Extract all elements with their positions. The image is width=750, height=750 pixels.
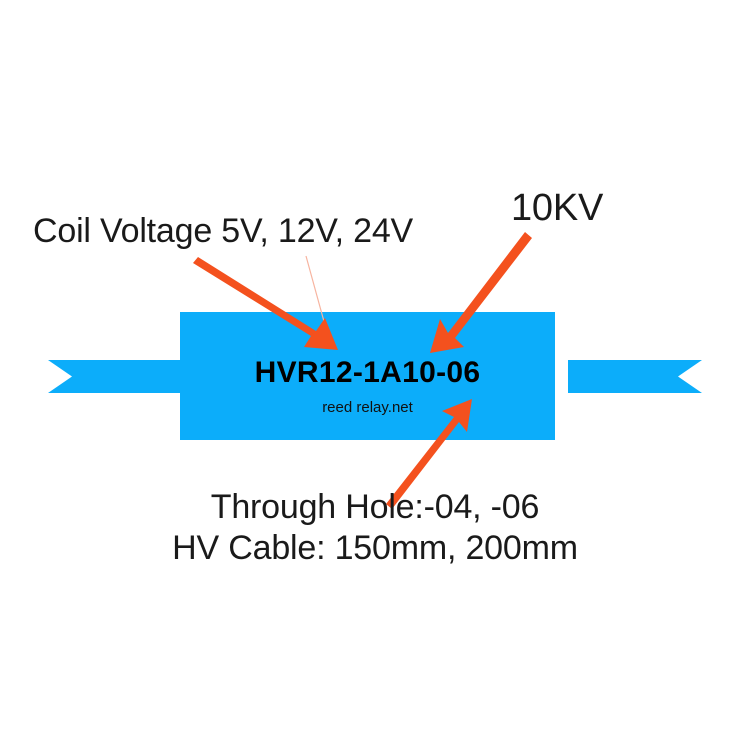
device-shape-group bbox=[48, 312, 702, 440]
ribbon-tail-left bbox=[48, 360, 182, 393]
ribbon-tail-right bbox=[568, 360, 702, 393]
label-bottom-annotations: Through Hole:-04, -06 HV Cable: 150mm, 2… bbox=[0, 488, 750, 567]
label-coil-voltage: Coil Voltage 5V, 12V, 24V bbox=[33, 212, 414, 250]
label-hv-cable: HV Cable: 150mm, 200mm bbox=[172, 528, 578, 567]
device-website-text: reed relay.net bbox=[322, 399, 413, 416]
label-through-hole: Through Hole:-04, -06 bbox=[210, 488, 540, 526]
arrow-through-hole bbox=[386, 399, 472, 509]
device-part-number: HVR12-1A10-06 bbox=[254, 356, 481, 389]
arrow-kv-rating bbox=[430, 232, 532, 353]
device-body-block bbox=[180, 312, 555, 440]
arrow-coil-voltage bbox=[193, 257, 338, 350]
label-kv-rating: 10KV bbox=[511, 187, 604, 229]
